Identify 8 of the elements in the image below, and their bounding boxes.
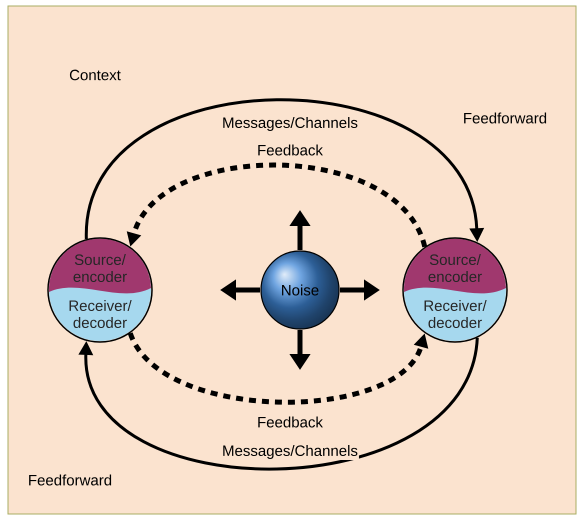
edge-label: Feedback — [256, 415, 324, 428]
text-label: Feedforward — [464, 112, 546, 124]
edge-label: Feedback — [256, 143, 324, 156]
arrow — [78, 337, 479, 470]
text-label: Feedforward — [29, 474, 112, 486]
text-label: Context — [70, 70, 121, 80]
edge-label: Messages/Channels — [221, 116, 359, 132]
edge-label: Messages/Channels — [221, 444, 359, 460]
